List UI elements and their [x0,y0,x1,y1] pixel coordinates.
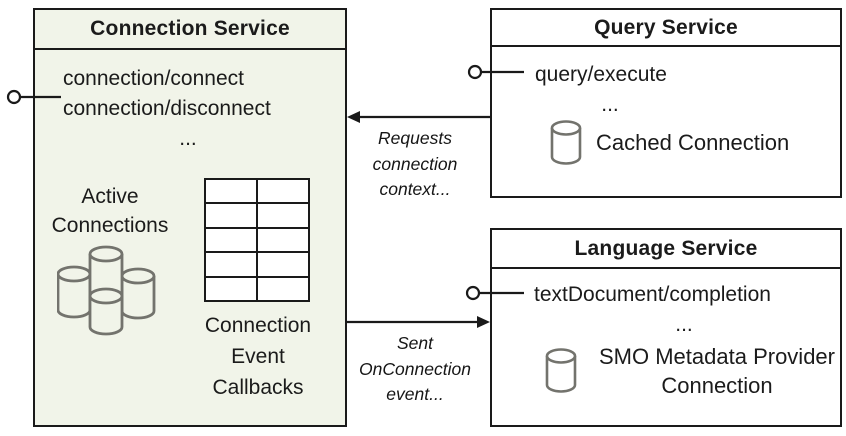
cached-connection-row: Cached Connection [550,120,789,166]
method-label: connection/disconnect [63,97,271,120]
sent-onconnection-arrow [347,316,490,328]
table-cell [206,204,256,227]
method-label: textDocument/completion [534,283,771,306]
ellipsis-label: ... [179,127,197,150]
smo-metadata-connection-label: SMO Metadata Provider Connection [599,344,835,398]
table-cell [258,228,308,252]
table-cell [258,277,308,300]
database-icon [550,120,582,165]
table-cell [206,253,256,276]
language-service-title: Language Service [492,230,840,269]
connection-callbacks-table [204,178,310,302]
language-service-methods: textDocument/completion ... [534,280,834,340]
language-service-box: Language Service textDocument/completion… [490,228,842,427]
database-icon [545,348,577,393]
query-service-title: Query Service [492,10,840,47]
smo-metadata-connection-row: SMO Metadata Provider Connection [545,342,843,400]
connection-event-callbacks-label: Connection Event Callbacks [204,314,312,399]
table-cell [206,180,256,203]
requests-connection-context-label: Requests connection context... [372,128,458,199]
active-connections-label: Active Connections [51,185,169,237]
sent-onconnection-event-label: Sent OnConnection event... [359,333,471,404]
connection-service-title: Connection Service [35,10,345,50]
table-cell [258,204,308,227]
requests-connection-arrow [347,111,490,123]
ellipsis-label: ... [601,93,619,116]
connection-service-methods: connection/connect connection/disconnect… [63,64,313,154]
table-cell [206,277,256,300]
table-cell [258,253,308,276]
query-service-box: Query Service query/execute ... Cached C… [490,8,842,198]
table-cell [258,180,308,203]
method-label: connection/connect [63,67,244,90]
query-service-methods: query/execute ... [535,60,685,120]
database-cluster-icon [57,245,156,336]
ellipsis-label: ... [675,313,693,336]
table-cell [206,228,256,252]
cached-connection-label: Cached Connection [596,130,790,155]
method-label: query/execute [535,63,667,86]
connection-service-box: Connection Service connection/connect co… [33,8,347,427]
